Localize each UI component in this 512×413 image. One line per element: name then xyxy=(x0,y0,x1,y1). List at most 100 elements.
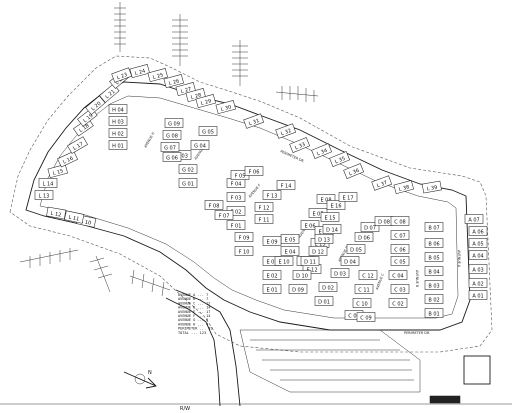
lot-d-09: D 09 xyxy=(288,284,308,294)
lot-label: L 29 xyxy=(200,98,212,107)
lot-d-07: D 07 xyxy=(360,222,380,232)
lot-outline xyxy=(178,164,198,174)
lot-outline xyxy=(390,230,410,240)
lot-outline xyxy=(318,282,338,292)
parking-area xyxy=(239,329,421,393)
lot-label: F 07 xyxy=(219,214,230,220)
legend-line: AVENUE D ... 14 xyxy=(178,306,210,310)
lot-label: C 12 xyxy=(362,274,373,280)
lot-label: G 03 xyxy=(176,154,188,160)
legend-line: AVENUE H ... 4 xyxy=(178,322,208,326)
road-label-perimeter-bottom: PERIMETER DR. xyxy=(404,331,430,335)
lot-a-06: A 06 xyxy=(468,226,488,236)
lot-outline xyxy=(468,264,488,274)
lot-label: L 36 xyxy=(348,168,360,178)
lot-g-04: G 04 xyxy=(190,140,210,150)
lot-l-30: L 30 xyxy=(215,100,236,115)
legend-line: TOTAL ... 123 xyxy=(178,331,206,335)
lot-label: L 10 xyxy=(80,219,92,227)
lot-label: C 06 xyxy=(394,248,405,254)
lot-outline xyxy=(468,290,488,300)
lot-outline xyxy=(108,104,128,114)
lot-label: D 06 xyxy=(358,236,370,242)
lot-g-02: G 02 xyxy=(178,164,198,174)
lot-label: D 10 xyxy=(296,274,308,280)
lot-b-02: B 02 xyxy=(424,294,444,304)
lot-label: D 12 xyxy=(312,250,324,256)
lot-l-15: L 15 xyxy=(47,164,68,179)
lot-l-29: L 29 xyxy=(195,94,216,109)
lot-outline xyxy=(424,252,444,262)
lot-c-05: C 05 xyxy=(390,256,410,266)
lot-label: L 24 xyxy=(134,68,146,77)
lot-outline xyxy=(47,164,68,179)
lot-c-04: C 04 xyxy=(388,270,408,280)
lot-e-06: E 06 xyxy=(300,220,320,230)
lot-h-03: H 03 xyxy=(108,116,128,126)
lot-outline xyxy=(226,192,246,202)
lot-label: C 11 xyxy=(358,288,369,294)
lot-label: D 05 xyxy=(350,248,362,254)
lot-outline xyxy=(322,224,342,234)
lot-c-06: C 06 xyxy=(390,244,410,254)
lot-outline xyxy=(468,250,488,260)
lot-b-05: B 05 xyxy=(424,252,444,262)
lot-label: E 06 xyxy=(304,224,315,230)
lot-d-02: D 02 xyxy=(318,282,338,292)
north-arrow xyxy=(123,371,157,389)
lot-label: L 21 xyxy=(104,89,116,101)
lot-h-04: H 04 xyxy=(108,104,128,114)
lot-label: B 04 xyxy=(428,270,439,276)
lot-b-01: B 01 xyxy=(424,308,444,318)
lot-label: E 10 xyxy=(278,260,289,266)
lot-label: C 01 xyxy=(348,314,359,320)
lot-e-05: E 05 xyxy=(280,234,300,244)
lot-outline xyxy=(160,142,180,152)
lot-outline xyxy=(111,67,133,83)
lot-outline xyxy=(354,232,374,242)
lot-label: F 05 xyxy=(235,174,246,180)
lot-label: A 04 xyxy=(472,254,483,260)
lot-label: H 03 xyxy=(112,120,124,126)
right-of-way-label: R/W xyxy=(180,406,190,412)
lot-label: A 01 xyxy=(472,294,483,300)
lot-label: H 04 xyxy=(112,108,124,114)
lot-outline xyxy=(468,278,488,288)
lot-g-08: G 08 xyxy=(162,130,182,140)
lot-label: F 12 xyxy=(259,206,270,212)
lot-outline xyxy=(390,284,410,294)
lot-outline xyxy=(288,284,308,294)
lot-outline xyxy=(46,206,67,220)
lot-outline xyxy=(330,268,350,278)
lot-outline xyxy=(147,68,168,83)
lot-label: A 05 xyxy=(472,242,483,248)
lot-label: F 11 xyxy=(259,218,270,224)
lot-c-12: C 12 xyxy=(358,270,378,280)
lot-label: L 30 xyxy=(220,104,232,113)
lot-outline xyxy=(390,216,410,226)
lot-a-05: A 05 xyxy=(468,238,488,248)
lot-label: L 35 xyxy=(334,156,346,166)
lot-label: A 07 xyxy=(468,218,479,224)
perimeter-drive-inner xyxy=(39,95,459,319)
lot-outline xyxy=(354,284,374,294)
lot-label: E 04 xyxy=(284,250,295,256)
lot-outline xyxy=(316,194,336,204)
lot-label: B 01 xyxy=(428,312,439,318)
lot-c-08: C 08 xyxy=(390,216,410,226)
lot-b-03: B 03 xyxy=(424,280,444,290)
lot-label: A 06 xyxy=(472,230,483,236)
lot-outline xyxy=(371,175,393,191)
lot-outline xyxy=(108,128,128,138)
lot-outline xyxy=(388,270,408,280)
lot-label: D 04 xyxy=(344,260,356,266)
lot-d-05: D 05 xyxy=(346,244,366,254)
road-label-avenue-a: AVENUE A xyxy=(457,250,461,268)
lot-label: L 18 xyxy=(78,123,90,134)
lot-c-03: C 03 xyxy=(390,284,410,294)
lot-label: L 37 xyxy=(376,180,388,189)
lot-a-01: A 01 xyxy=(468,290,488,300)
lot-label: F 13 xyxy=(267,194,278,200)
lot-label: D 11 xyxy=(304,260,316,266)
